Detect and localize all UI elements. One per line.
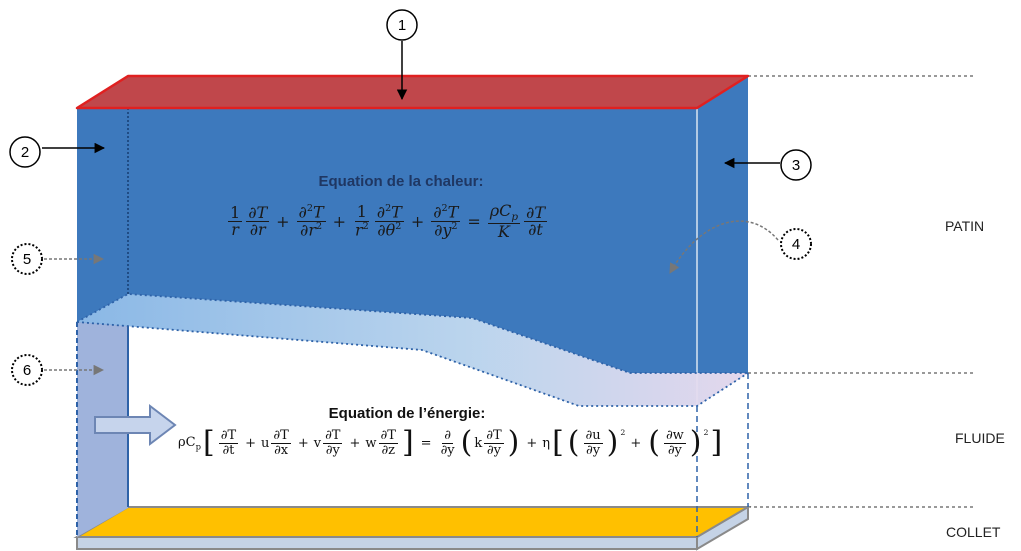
fluid-outlet-edges [696,373,749,537]
energy-equation-title: Equation de l’énergie: [328,405,486,422]
svg-text:6: 6 [23,362,31,379]
svg-text:4: 4 [792,236,800,253]
collar-base-front [76,536,698,550]
flow-arrow-icon [94,403,177,447]
label-fluide: FLUIDE [955,430,1005,446]
reference-lines [748,75,975,508]
pad-front-face [77,108,697,406]
marker-4: 4 [780,228,812,260]
heat-equation-title: Equation de la chaleur: [318,173,484,190]
pad-top-face [75,74,750,110]
marker-5: 5 [11,243,43,275]
svg-text:2: 2 [21,144,29,161]
pad-side-face [697,76,748,406]
svg-text:5: 5 [23,251,31,268]
energy-equation: ρCp [ ∂T∂t +u ∂T∂x +v ∂T∂y +w ∂T∂z ] = ∂… [178,425,723,460]
fluid-inlet-face [77,294,128,537]
marker-2: 2 [9,136,41,168]
label-patin: PATIN [945,218,985,234]
marker-3: 3 [780,149,812,181]
callout-arrows [42,41,780,376]
pad-lower-surface [77,294,748,406]
marker-6: 6 [11,354,43,386]
svg-text:1: 1 [398,17,406,34]
collar-top-face [73,506,752,538]
label-collet: COLLET [946,524,1001,540]
marker-1: 1 [386,9,418,41]
svg-text:3: 3 [792,157,800,174]
